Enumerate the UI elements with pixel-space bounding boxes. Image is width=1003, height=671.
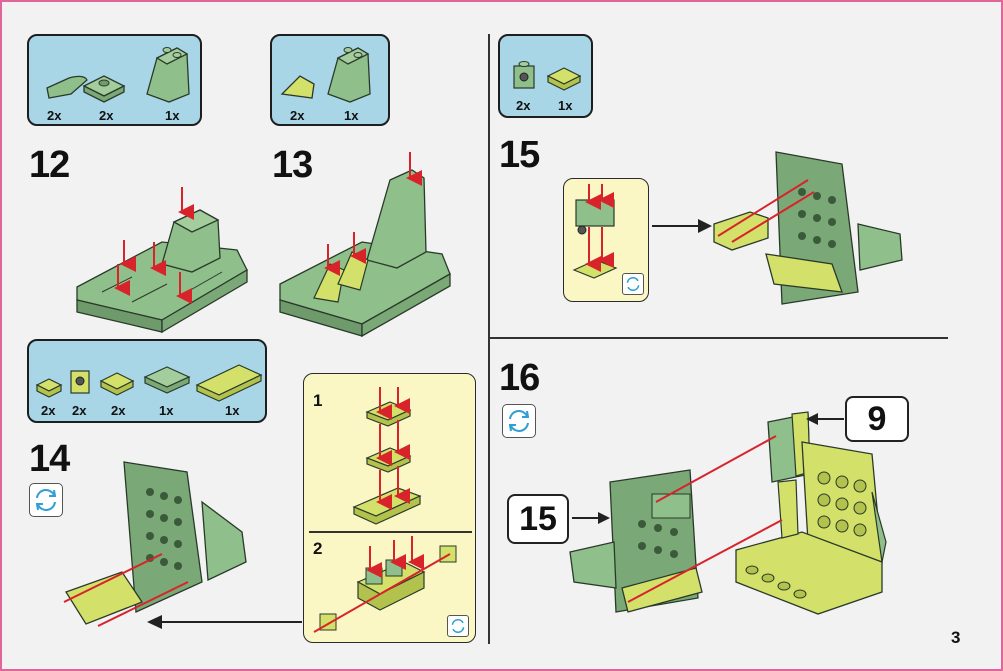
step-14-sub-parts [313,387,457,633]
step-12-parts-box: 2x 2x 1x [27,34,202,126]
step-16-rotate-icon [502,404,536,438]
step-15-part-1-qty: 2x [516,98,531,113]
step-13-part-1-qty: 2x [290,108,305,123]
vertical-divider [488,34,490,644]
step-13-number: 13 [272,144,313,186]
step-13-parts-art [280,47,371,103]
sub-assembly-divider [309,531,472,533]
step-15-parts-art [513,61,582,91]
step-12-part-3-qty: 1x [165,108,180,123]
step-14-part-2-qty: 2x [72,403,87,418]
sub-step-1-label: 1 [313,391,323,410]
step-13-parts-box: 2x 1x [270,34,390,126]
horizontal-divider [490,337,948,339]
step-14-number: 14 [29,438,70,480]
step-12-part-2-qty: 2x [99,108,114,123]
page-number: 3 [951,628,961,647]
step-13-part-2-qty: 1x [344,108,359,123]
step-14-part-5-qty: 1x [225,403,240,418]
callout-step-15: 15 [507,494,569,544]
step-14-parts-box: 2x 2x 2x 1x 1x [27,339,267,423]
step-12-model [76,187,248,334]
step-14-rotate-icon [29,483,63,517]
step-12-part-1-qty: 2x [47,108,62,123]
step-13-model [279,152,451,338]
step-16-model [569,411,887,615]
sub-step-2-label: 2 [313,539,323,558]
step-14-part-1-qty: 2x [41,403,56,418]
step-14-part-4-qty: 1x [159,403,174,418]
step-15-number: 15 [499,134,540,176]
step-15-parts-box: 2x 1x [498,34,593,118]
step-14-parts-art [35,364,263,402]
callout-step-9: 9 [845,396,909,442]
step-12-parts-art [46,47,190,103]
sub-step-2-rotate-icon [447,615,469,637]
step-14-part-3-qty: 2x [111,403,126,418]
step-15-part-2-qty: 1x [558,98,573,113]
step-16-number: 16 [499,357,540,399]
step-12-number: 12 [29,144,70,186]
step-15-sub-rotate-icon [622,273,644,295]
step-15-model [572,151,903,305]
step-14-model [63,461,302,629]
